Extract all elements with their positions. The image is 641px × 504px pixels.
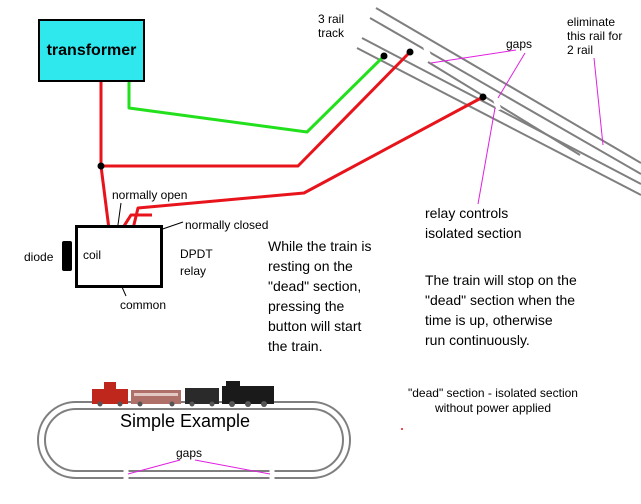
diode-symbol [62, 241, 72, 271]
gaps-label: gaps [506, 37, 533, 51]
dpdt-relay [75, 225, 163, 288]
transformer-label: transformer [46, 41, 137, 59]
track-label-line2: track [318, 26, 345, 40]
stop-note: The train will stop on the "dead" sectio… [425, 272, 577, 348]
track-rail-top-outer [375, 7, 641, 164]
resting-note: While the train is resting on the "dead"… [268, 238, 372, 354]
normally-closed-label: normally closed [185, 218, 269, 232]
transformer-box: transformer [38, 19, 145, 82]
caboose [92, 389, 128, 404]
track-rail-middle-lower [356, 47, 641, 196]
relay-type-label: DPDT relay [180, 247, 213, 278]
common-label: common [120, 298, 167, 312]
junction-dots [97, 48, 487, 170]
train-image [92, 381, 274, 407]
stray-dot [401, 428, 403, 430]
diode-label: diode [24, 250, 54, 264]
oval-gap-pointers [127, 459, 271, 475]
tender [185, 388, 219, 404]
track-rail-top-inner [369, 17, 641, 175]
simple-example-title: Simple Example [120, 411, 251, 431]
three-rail-track [356, 7, 641, 196]
track-label-line1: 3 rail [318, 12, 345, 26]
locomotive [222, 386, 274, 404]
track-gaps [421, 41, 502, 111]
oval-gaps [123, 468, 275, 480]
dead-definition-note: "dead" section - isolated section withou… [408, 386, 578, 415]
track-rail-middle-upper [361, 37, 641, 185]
ground-wire [127, 54, 386, 134]
eliminate-label: eliminate this rail for 2 rail [567, 15, 623, 57]
track-label: 3 rail track [318, 12, 344, 40]
relay-controls-note: relay controls isolated section [425, 205, 522, 241]
gap-pointers [430, 49, 604, 205]
freight-car [131, 390, 181, 404]
normally-open-label: normally open [112, 188, 188, 202]
oval-gaps-label: gaps [176, 446, 203, 460]
track-rail-bottom-upper [427, 61, 581, 156]
coil-label: coil [83, 248, 102, 262]
